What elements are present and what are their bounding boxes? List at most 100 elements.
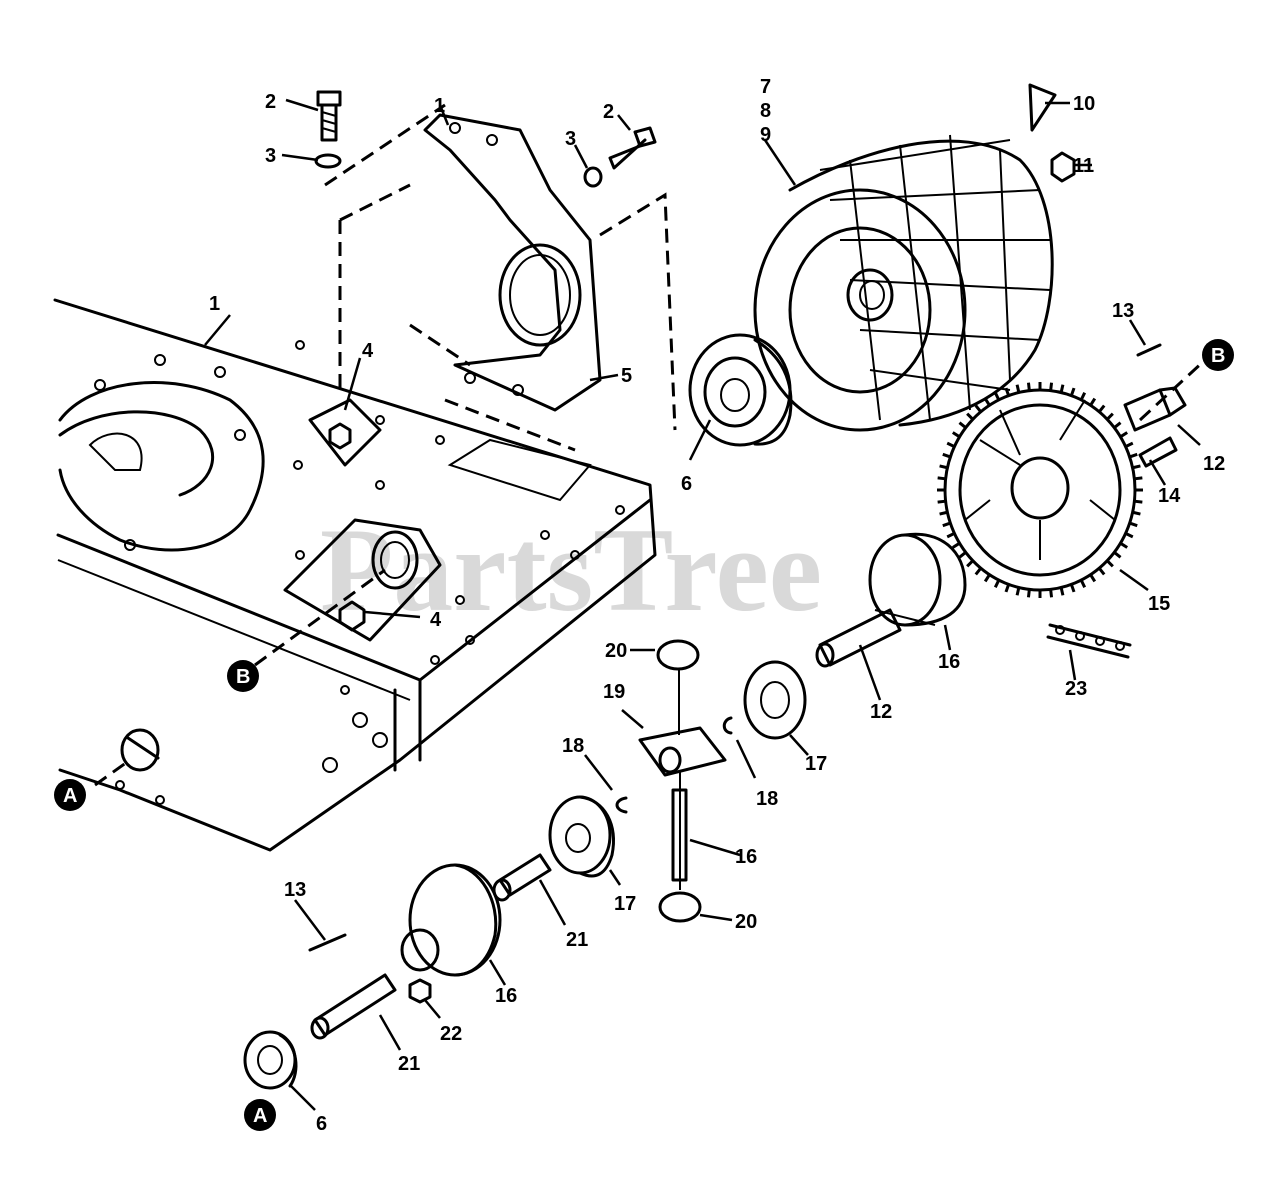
label-11: 11 — [1073, 155, 1094, 177]
label-2b: 2 — [603, 101, 614, 123]
label-22: 22 — [440, 1023, 462, 1045]
sprocket-tooth — [1089, 573, 1097, 583]
label-20b: 20 — [735, 911, 757, 933]
sprocket-tooth — [939, 510, 948, 516]
sprocket-tooth — [1119, 541, 1129, 549]
label-15: 15 — [1148, 593, 1170, 615]
sprocket-tooth — [958, 421, 967, 429]
sprocket-tooth — [1015, 384, 1021, 393]
label-7: 7 — [760, 76, 771, 98]
label-3b: 3 — [565, 128, 576, 150]
watermark: PartsTree — [320, 503, 822, 636]
sprocket-tooth — [939, 464, 948, 470]
sprocket-tooth — [1015, 587, 1021, 596]
sprocket-tooth — [983, 397, 991, 407]
sprocket-tooth — [1098, 404, 1106, 413]
part-number-labels: 1 1 2 2 3 3 4 4 5 6 6 7 8 9 10 11 12 12 … — [209, 76, 1225, 1135]
sprocket-tooth — [942, 452, 951, 459]
sprocket-tooth — [1132, 510, 1141, 516]
sprocket-tooth — [1129, 452, 1138, 459]
callout-a-bottom: A — [244, 1099, 276, 1131]
sprocket-tooth — [1129, 521, 1138, 528]
label-13a: 13 — [1112, 300, 1134, 322]
sprocket-tooth — [1004, 583, 1011, 593]
sprocket-tooth — [1069, 387, 1076, 397]
svg-text:A: A — [63, 785, 77, 807]
sprocket-tooth — [1124, 441, 1134, 448]
sprocket-tooth — [958, 551, 967, 559]
sprocket-tooth — [1049, 382, 1054, 391]
axle-bracket-part — [423, 113, 602, 412]
label-6a: 6 — [681, 473, 692, 495]
label-6b: 6 — [316, 1113, 327, 1135]
label-17a: 17 — [805, 753, 827, 775]
sprocket-part — [943, 388, 1137, 592]
label-2a: 2 — [265, 91, 276, 113]
sprocket-teeth — [937, 382, 1143, 598]
cotter-pin-part — [1028, 83, 1076, 183]
sprocket-tooth — [937, 499, 946, 504]
callout-b-left: B — [227, 660, 259, 692]
label-21a: 21 — [566, 929, 588, 951]
label-1: 1 — [209, 293, 220, 315]
sprocket-tooth — [1134, 499, 1143, 504]
hex-bolt-part — [314, 90, 657, 188]
label-21b: 21 — [398, 1053, 420, 1075]
sprocket-tooth — [974, 567, 982, 576]
sprocket-tooth — [966, 559, 974, 568]
label-16c: 16 — [495, 985, 517, 1007]
sprocket-tooth — [1059, 587, 1065, 596]
label-18b: 18 — [756, 788, 778, 810]
sprocket-tooth — [1134, 476, 1143, 481]
sprocket-tooth — [1113, 421, 1122, 429]
sprocket-tooth — [1124, 532, 1134, 539]
sprocket-tooth — [951, 431, 961, 439]
sprocket-tooth — [1079, 579, 1087, 588]
sprocket-tooth — [1089, 397, 1097, 407]
label-1b: 1 — [434, 95, 445, 117]
label-16b: 16 — [735, 846, 757, 868]
label-18a: 18 — [562, 735, 584, 757]
label-4b: 4 — [430, 609, 442, 631]
sprocket-tooth — [1026, 382, 1031, 391]
label-9: 9 — [760, 124, 771, 146]
sprocket-tooth — [1106, 412, 1114, 421]
label-3a: 3 — [265, 145, 276, 167]
sprocket-tooth — [1132, 464, 1141, 470]
drive-chain-part — [1046, 623, 1132, 659]
sprocket-tooth — [983, 573, 991, 583]
frame-part — [53, 298, 657, 852]
bracket-dashed-guides — [324, 103, 677, 452]
axle-shaft-part — [815, 608, 902, 668]
sprocket-tooth — [993, 392, 1001, 401]
sprocket-tooth — [946, 532, 956, 539]
svg-text:B: B — [236, 666, 250, 688]
sprocket-tooth — [1119, 431, 1129, 439]
sprocket-tooth — [1026, 589, 1031, 598]
svg-text:B: B — [1211, 345, 1225, 367]
sprocket-tooth — [1113, 551, 1122, 559]
lower-hub-part — [243, 1030, 298, 1090]
svg-text:A: A — [253, 1105, 267, 1127]
label-4a: 4 — [362, 340, 374, 362]
wheel-tire-part — [753, 134, 1054, 432]
sprocket-tooth — [1004, 387, 1011, 397]
wheel-hub-part — [688, 333, 793, 447]
plug-part — [120, 728, 160, 772]
sprocket-tooth — [1069, 583, 1076, 593]
coupling-part — [1123, 343, 1187, 468]
snap-ring-part — [615, 716, 733, 814]
label-17b: 17 — [614, 893, 636, 915]
label-10: 10 — [1073, 93, 1095, 115]
label-16a: 16 — [938, 651, 960, 673]
sprocket-tooth — [1098, 567, 1106, 576]
sprocket-tooth — [951, 541, 961, 549]
leader-lines — [204, 98, 1201, 1111]
callout-b-right: B — [1202, 339, 1234, 371]
label-12a: 12 — [1203, 453, 1225, 475]
label-23: 23 — [1065, 678, 1087, 700]
sprocket-tooth — [993, 579, 1001, 588]
bevel-gear-part — [548, 660, 807, 878]
sprocket-tooth — [1079, 392, 1087, 401]
